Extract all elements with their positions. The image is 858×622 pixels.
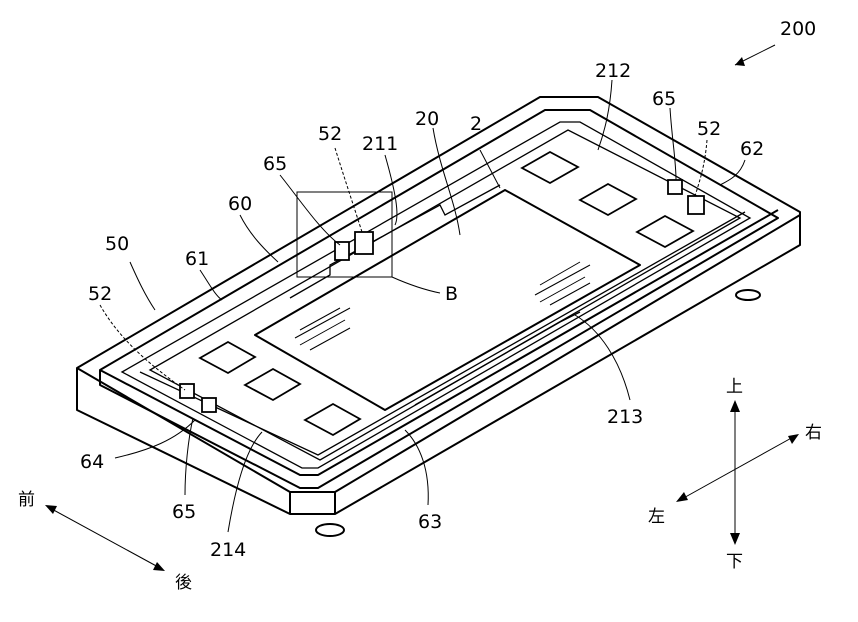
label-65-left: 65 [172, 501, 196, 523]
label-62: 62 [740, 138, 764, 160]
label-211: 211 [362, 133, 398, 155]
label-b: B [445, 283, 458, 305]
label-52-left: 52 [88, 283, 112, 305]
label-52-mid: 52 [318, 123, 342, 145]
direction-front: 前 [18, 490, 35, 510]
frame [100, 110, 778, 488]
label-63: 63 [418, 511, 442, 533]
label-50: 50 [105, 233, 129, 255]
label-2: 2 [470, 113, 482, 135]
direction-down: 下 [726, 552, 743, 572]
label-20: 20 [415, 108, 439, 130]
label-65-right: 65 [652, 88, 676, 110]
direction-back: 後 [175, 573, 192, 593]
label-64: 64 [80, 451, 104, 473]
label-213: 213 [607, 406, 643, 428]
direction-arrows [45, 400, 799, 571]
label-212: 212 [595, 60, 631, 82]
label-65-mid: 65 [263, 153, 287, 175]
direction-left: 左 [648, 507, 665, 527]
label-61: 61 [185, 248, 209, 270]
label-200: 200 [780, 18, 816, 40]
direction-up: 上 [726, 377, 743, 397]
label-214: 214 [210, 539, 246, 561]
direction-right: 右 [805, 423, 822, 443]
label-60: 60 [228, 193, 252, 215]
label-52-right: 52 [697, 118, 721, 140]
